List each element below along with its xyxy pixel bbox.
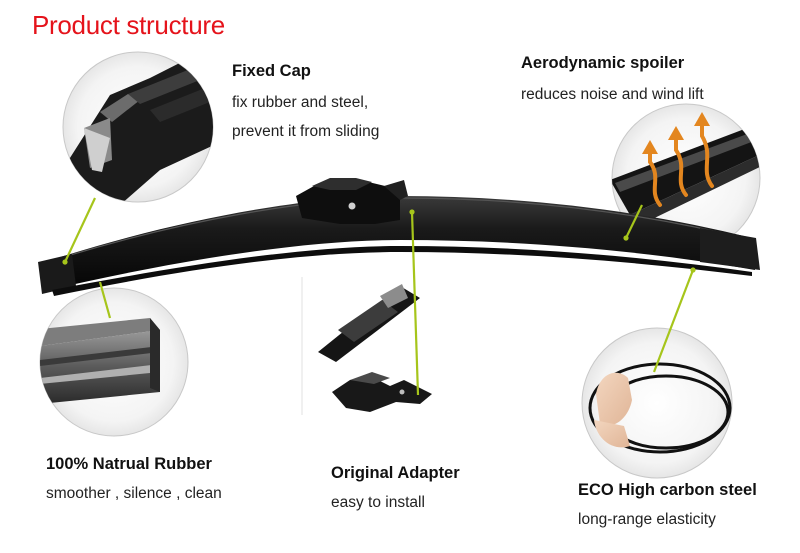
steel-description: long-range elasticity xyxy=(578,505,716,534)
fixed-cap-closeup xyxy=(62,51,214,203)
fixed-cap-callout xyxy=(64,197,96,263)
adapter-description: easy to install xyxy=(331,488,425,517)
adapter-heading: Original Adapter xyxy=(331,464,460,482)
fixed-cap-line-1: fix rubber and steel, xyxy=(232,94,369,111)
callout-lines xyxy=(64,197,695,396)
rubber-heading: 100% Natrual Rubber xyxy=(46,455,212,473)
adapter-callout xyxy=(410,211,420,396)
steel-closeup xyxy=(581,327,733,479)
rubber-callout xyxy=(98,281,112,319)
fixed-cap-description: fix rubber and steel, prevent it from sl… xyxy=(232,88,379,146)
steel-callout xyxy=(652,269,695,373)
spoiler-callout xyxy=(625,204,643,239)
airflow-arrows xyxy=(648,120,714,207)
aero-spoiler-description: reduces noise and wind lift xyxy=(521,80,704,109)
adapter-photo xyxy=(301,277,458,415)
steel-heading: ECO High carbon steel xyxy=(578,481,757,499)
page-title: Product structure xyxy=(32,10,225,40)
spoiler-closeup xyxy=(611,103,761,253)
rubber-line-1: smoother , silence , clean xyxy=(46,485,222,502)
blade-adapter xyxy=(296,178,408,224)
rubber-description: smoother , silence , clean xyxy=(46,479,222,508)
fixed-cap-line-2: prevent it from sliding xyxy=(232,123,380,140)
rubber-closeup xyxy=(39,287,189,437)
adapter-line-1: easy to install xyxy=(331,494,425,511)
fixed-cap-heading: Fixed Cap xyxy=(232,62,311,80)
aero-spoiler-heading: Aerodynamic spoiler xyxy=(521,54,685,72)
aero-spoiler-line-1: reduces noise and wind lift xyxy=(521,86,704,103)
steel-line-1: long-range elasticity xyxy=(578,511,716,528)
